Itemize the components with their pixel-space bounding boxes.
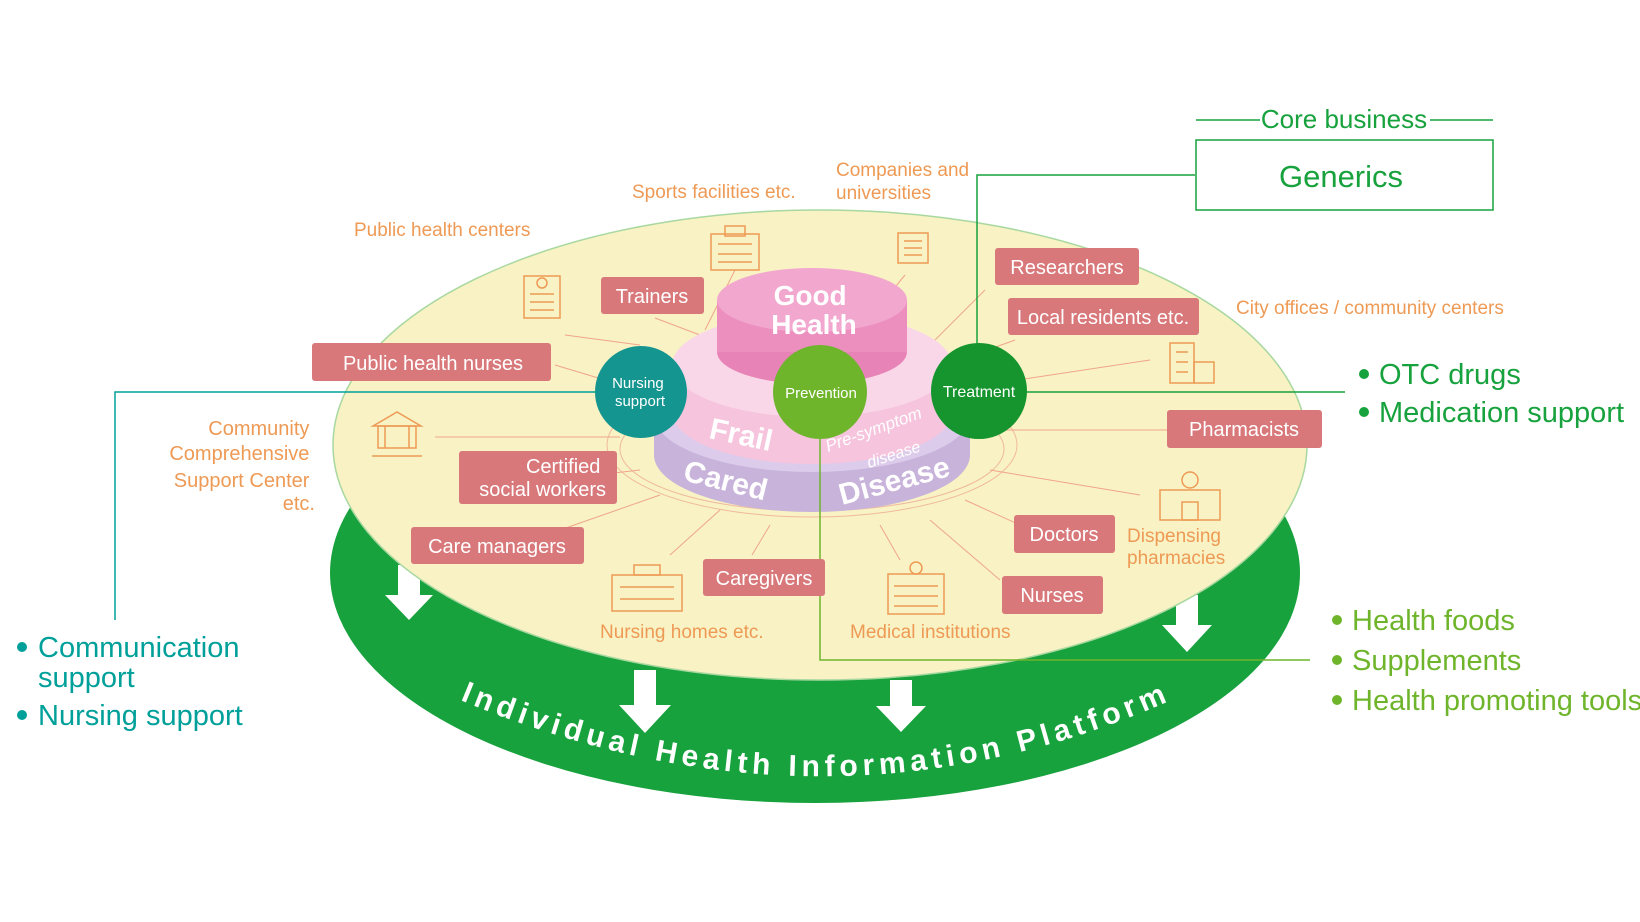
svg-text:Local residents etc.: Local residents etc. [1017, 307, 1189, 329]
svg-text:Treatment: Treatment [943, 384, 1016, 401]
hospital-icon [523, 275, 561, 319]
city-office-icon [1169, 342, 1215, 384]
right-top-list: OTC drugs Medication support [1359, 359, 1624, 429]
office-icon [897, 232, 929, 264]
role-public-health-nurses: Public health nurses [312, 343, 551, 381]
svg-text:Health foods: Health foods [1352, 605, 1515, 637]
hospital-icon [887, 561, 945, 615]
place-companies-universities: Companies and universities [836, 160, 974, 204]
svg-text:Nursing support: Nursing support [612, 375, 668, 410]
svg-text:OTC drugs: OTC drugs [1379, 359, 1521, 391]
down-arrow-icon [876, 680, 926, 732]
down-arrow-icon [619, 670, 671, 733]
role-doctors: Doctors [1014, 515, 1115, 553]
svg-text:Nurses: Nurses [1020, 585, 1083, 607]
svg-text:Care managers: Care managers [428, 536, 566, 558]
role-certified-social-workers: Certified social workers [459, 451, 617, 504]
svg-text:Researchers: Researchers [1010, 257, 1123, 279]
svg-text:Doctors: Doctors [1030, 524, 1099, 546]
left-list: Communication support Nursing support [17, 632, 243, 732]
place-public-health-centers: Public health centers [354, 220, 530, 241]
role-nurses: Nurses [1002, 576, 1103, 614]
stage-good-health: Good Health [771, 280, 857, 340]
svg-text:Pharmacists: Pharmacists [1189, 419, 1299, 441]
svg-text:Supplements: Supplements [1352, 645, 1521, 677]
svg-text:Communication: Communication [38, 632, 239, 664]
place-nursing-homes: Nursing homes etc. [600, 622, 764, 643]
svg-text:support: support [38, 662, 135, 694]
svg-text:Trainers: Trainers [616, 286, 689, 308]
hub-treatment: Treatment [931, 343, 1027, 439]
place-dispensing-pharmacies: Dispensing pharmacies [1127, 526, 1226, 569]
role-local-residents: Local residents etc. [1008, 298, 1199, 335]
role-caregivers: Caregivers [703, 559, 825, 596]
svg-text:Prevention: Prevention [785, 385, 857, 402]
place-sports-facilities: Sports facilities etc. [632, 182, 796, 203]
svg-text:Caregivers: Caregivers [716, 568, 813, 590]
core-business-heading: Core business [1261, 104, 1427, 134]
svg-text:Medication support: Medication support [1379, 397, 1624, 429]
pharmacy-icon [1159, 471, 1221, 521]
role-care-managers: Care managers [411, 527, 584, 564]
place-medical-institutions: Medical institutions [850, 622, 1011, 643]
hub-connectors [114, 174, 1345, 661]
place-community-support-center: Community Comprehensive Support Center e… [169, 418, 315, 515]
svg-text:Nursing support: Nursing support [38, 700, 243, 732]
community-center-icon [370, 411, 424, 457]
svg-text:Health promoting tools: Health promoting tools [1352, 685, 1640, 717]
role-researchers: Researchers [995, 248, 1139, 285]
generics-box [1195, 139, 1494, 211]
building-icon [710, 225, 760, 271]
connector-lines [435, 269, 1170, 581]
svg-text:Public health nurses: Public health nurses [343, 353, 523, 375]
down-arrow-icon [1162, 595, 1212, 652]
hub-nursing-support: Nursing support [595, 346, 687, 438]
role-pharmacists: Pharmacists [1167, 410, 1322, 448]
hub-prevention: Prevention [773, 345, 867, 439]
nursing-home-icon [611, 564, 683, 612]
svg-text:Certified social workers: Certified social workers [479, 456, 606, 501]
down-arrow-icon [385, 565, 433, 620]
generics-label: Generics [1279, 159, 1403, 194]
role-trainers: Trainers [601, 277, 704, 314]
right-bottom-list: Health foods Supplements Health promotin… [1332, 605, 1640, 717]
place-city-offices: City offices / community centers [1236, 298, 1504, 319]
